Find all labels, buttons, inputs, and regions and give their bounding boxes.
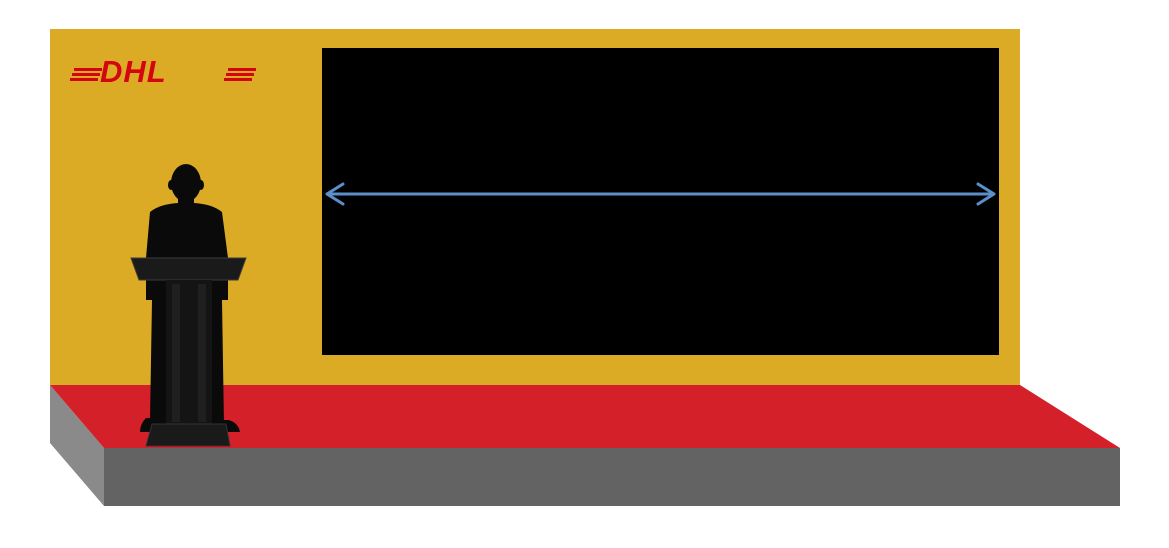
stage-front xyxy=(104,448,1120,506)
screen-width-arrow xyxy=(325,182,996,206)
stage-floor xyxy=(50,385,1120,448)
lectern xyxy=(130,257,247,447)
dhl-logo-text: DHL xyxy=(100,54,167,89)
dhl-logo: DHL xyxy=(70,54,256,89)
display-screen xyxy=(322,48,999,355)
stage-side xyxy=(50,385,104,506)
